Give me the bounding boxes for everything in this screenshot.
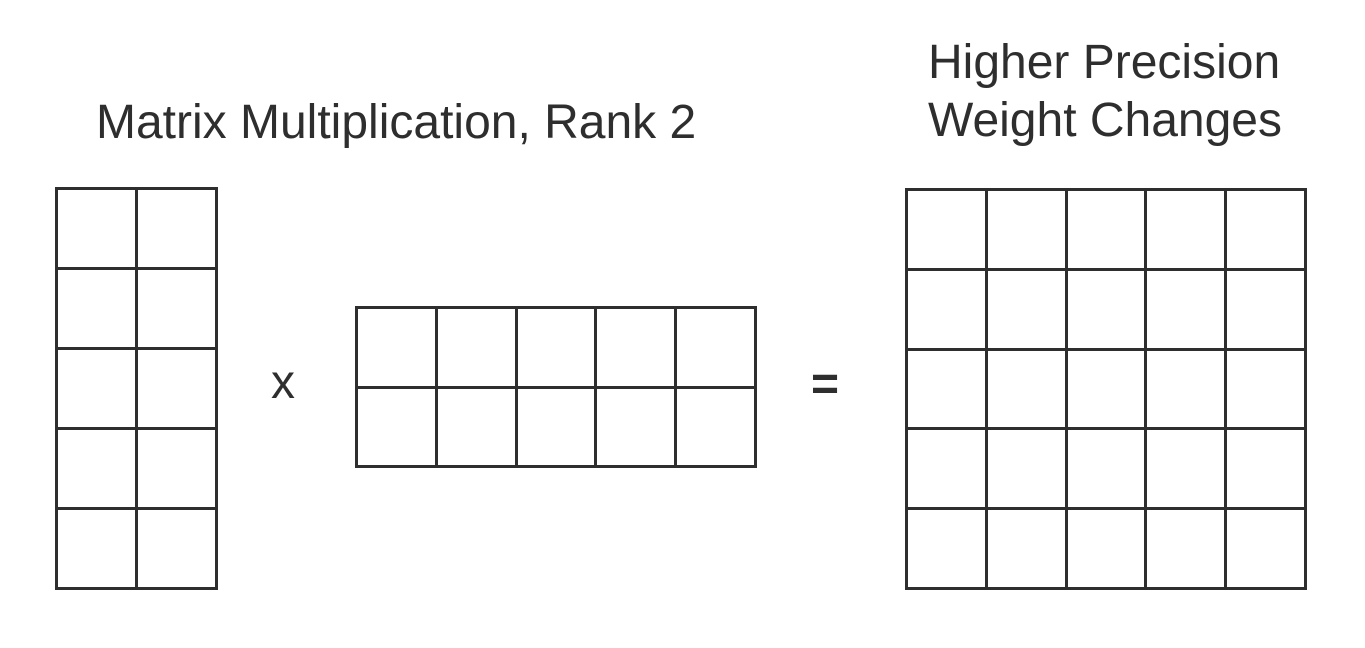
matrix-cell [138,350,218,430]
matrix-cell [1147,350,1228,431]
matrix-cell [1227,350,1307,431]
matrix-cell [597,309,678,389]
matrix-cell [987,191,1068,271]
matrix-cell [677,309,757,389]
matrix-cell [437,309,518,389]
matrix-cell [58,430,138,510]
matrix-cell [987,510,1068,590]
matrix-cell [908,350,988,431]
matrix-b-grid [355,306,757,468]
matrix-cell [1067,270,1148,351]
matrix-cell [138,190,218,270]
matrix-cell [138,430,218,510]
matrix-cell [138,270,218,350]
matrix-cell [1147,191,1228,271]
result-title-line1: Higher Precision [928,36,1281,89]
matrix-cell [58,270,138,350]
matrix-cell [677,388,757,468]
matrix-cell [908,191,988,271]
matrix-cell [1227,270,1307,351]
matrix-cell [908,270,988,351]
matrix-cell [987,430,1068,511]
matrix-cell [1147,510,1228,590]
matrix-cell [1067,350,1148,431]
matrix-cell [1067,191,1148,271]
matrix-cell [1147,270,1228,351]
matrix-a-grid [55,187,218,590]
matrix-cell [437,388,518,468]
matrix-cell [597,388,678,468]
matrix-cell [1067,510,1148,590]
matrix-cell [58,510,138,590]
result-title: Higher Precision Weight Changes [928,34,1282,150]
multiply-operator: x [271,356,295,409]
matrix-cell [358,388,438,468]
matrix-cell [987,350,1068,431]
matrix-cell [58,350,138,430]
matrix-result-grid [905,188,1307,590]
equation-title: Matrix Multiplication, Rank 2 [96,96,697,149]
matrix-cell [58,190,138,270]
matrix-cell [358,309,438,389]
matrix-cell [1227,510,1307,590]
matrix-cell [1147,430,1228,511]
matrix-cell [908,430,988,511]
equals-operator: = [810,358,840,411]
matrix-cell [1227,430,1307,511]
matrix-cell [138,510,218,590]
matrix-cell [908,510,988,590]
result-title-line2: Weight Changes [928,94,1282,147]
matrix-cell [1067,430,1148,511]
matrix-cell [1227,191,1307,271]
matrix-cell [517,388,598,468]
matrix-cell [987,270,1068,351]
matrix-cell [517,309,598,389]
